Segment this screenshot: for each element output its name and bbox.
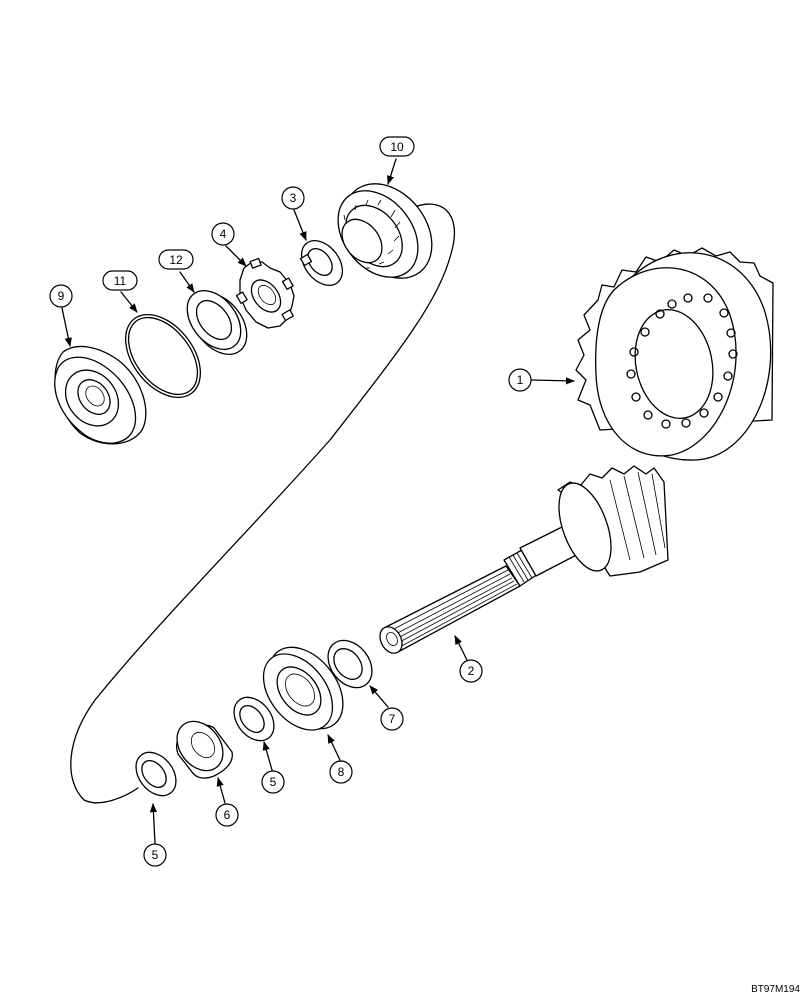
- svg-text:7: 7: [389, 712, 396, 726]
- callout-4: 4: [211, 222, 235, 246]
- leader-5b: [149, 803, 158, 844]
- svg-text:10: 10: [390, 140, 404, 154]
- part-4-slotted-nut: [235, 257, 295, 329]
- leader-9: [61, 307, 72, 347]
- callout-1: 1: [508, 368, 532, 392]
- part-1-ring-gear: [575, 247, 774, 461]
- svg-text:12: 12: [169, 253, 183, 267]
- leader-2: [454, 635, 468, 661]
- leader-10: [387, 158, 397, 185]
- callout-12: 12: [158, 249, 194, 270]
- svg-text:3: 3: [290, 191, 297, 205]
- svg-text:11: 11: [114, 274, 127, 288]
- leader-8: [327, 734, 341, 761]
- callout-5a: 5: [261, 770, 285, 794]
- part-8-bearing: [262, 646, 344, 731]
- part-9-flanged-seal: [54, 345, 147, 445]
- part-5-washer-lower: [135, 751, 177, 797]
- leader-5a: [262, 741, 273, 771]
- svg-text:5: 5: [270, 775, 277, 789]
- part-5-washer-upper: [233, 696, 275, 742]
- callout-3: 3: [281, 186, 305, 210]
- callout-2: 2: [459, 659, 483, 683]
- part-6-sleeve: [175, 720, 233, 779]
- svg-text:9: 9: [58, 289, 65, 303]
- assembly-outline: [70, 203, 456, 804]
- leader-3: [293, 209, 307, 241]
- svg-text:2: 2: [468, 664, 475, 678]
- svg-text:5: 5: [152, 848, 159, 862]
- part-11-o-ring: [124, 313, 202, 399]
- callout-9: 9: [49, 284, 73, 308]
- leader-1: [531, 377, 575, 385]
- leader-12: [179, 271, 195, 293]
- callout-5b: 5: [143, 843, 167, 867]
- callout-11: 11: [102, 270, 138, 291]
- part-10-roller-bearing: [337, 183, 433, 279]
- callout-6: 6: [215, 803, 239, 827]
- reference-code: BT97M194: [751, 984, 800, 995]
- part-7-spacer: [327, 639, 373, 689]
- leader-4: [225, 245, 247, 267]
- callout-7: 7: [380, 707, 404, 731]
- part-3-lock-washer: [299, 240, 344, 286]
- leader-7: [369, 685, 389, 708]
- svg-text:8: 8: [338, 765, 345, 779]
- part-2-pinion-shaft: [379, 465, 669, 654]
- svg-text:6: 6: [224, 808, 231, 822]
- callout-8: 8: [329, 760, 353, 784]
- svg-text:4: 4: [220, 227, 227, 241]
- leader-6: [216, 777, 226, 804]
- part-12-bearing-cup: [186, 290, 248, 355]
- leader-11: [120, 291, 138, 313]
- callout-10: 10: [379, 136, 415, 157]
- svg-text:1: 1: [517, 373, 524, 387]
